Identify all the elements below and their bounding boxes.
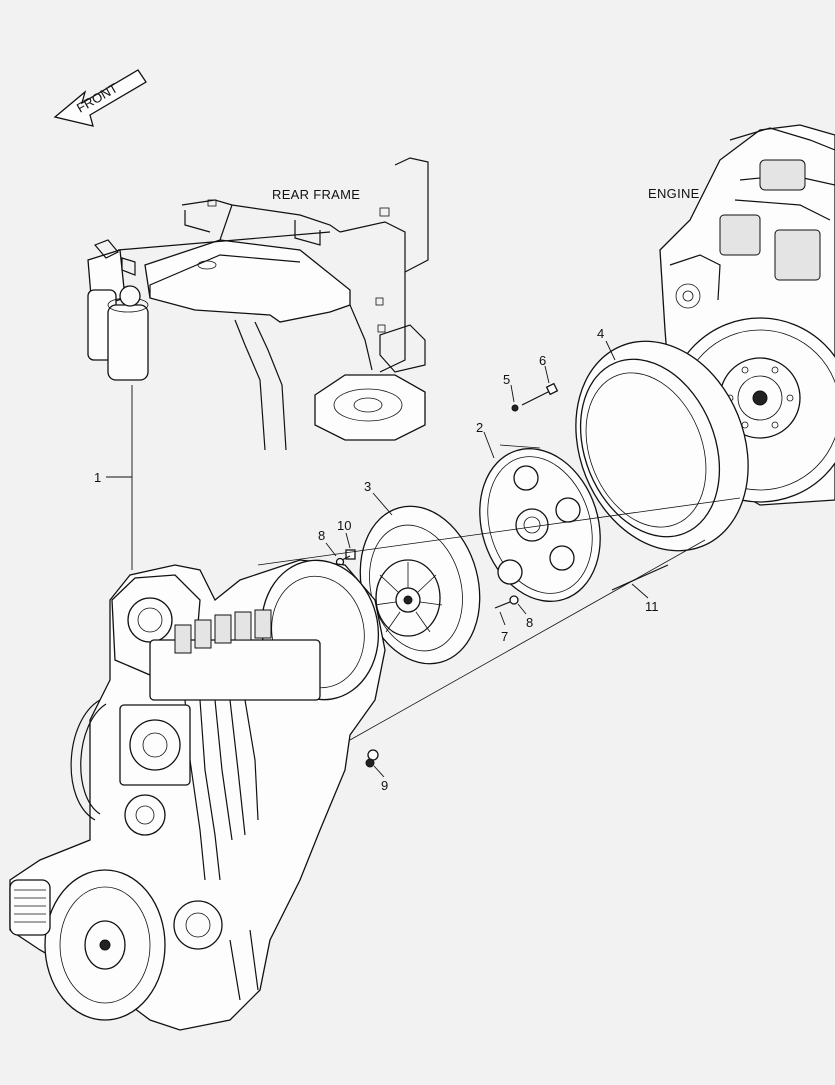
rear-frame-label: REAR FRAME	[272, 187, 360, 202]
bolt-item-6	[521, 382, 559, 406]
callout-8-lower: 8	[526, 615, 533, 630]
transmission	[9, 559, 386, 1031]
callout-9: 9	[381, 778, 388, 793]
callout-3: 3	[364, 479, 371, 494]
callout-8-upper: 8	[318, 528, 325, 543]
nut-item-9	[365, 749, 379, 768]
filter-assembly	[87, 231, 331, 381]
drive-plate	[479, 448, 601, 602]
callout-11: 11	[645, 599, 659, 614]
callout-7: 7	[501, 629, 508, 644]
engine-label: ENGINE	[648, 186, 700, 201]
front-arrow-icon: FRONT	[53, 69, 147, 127]
callout-4: 4	[597, 326, 604, 341]
rear-frame-drawing	[144, 157, 429, 451]
leader-lines	[106, 340, 649, 778]
flywheel-housing	[575, 340, 749, 552]
callout-6: 6	[539, 353, 546, 368]
bolt-item-10	[341, 549, 356, 561]
callout-2: 2	[476, 420, 483, 435]
callout-10: 10	[337, 518, 351, 533]
bolt-item-7	[494, 601, 511, 609]
washer-item-8-lower	[509, 595, 519, 605]
flex-plate	[359, 505, 481, 665]
callout-1: 1	[94, 470, 101, 485]
washer-item-5	[511, 404, 519, 412]
stud-item-11	[611, 564, 669, 591]
alignment-lines	[257, 444, 741, 741]
callout-5: 5	[503, 372, 510, 387]
